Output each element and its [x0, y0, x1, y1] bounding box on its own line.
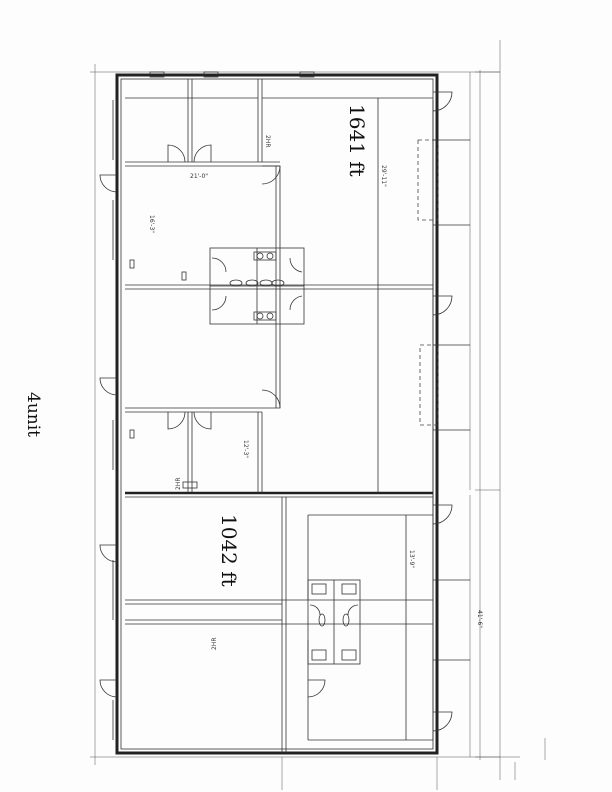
lower-restroom-core: [307, 579, 361, 665]
upper-suite-walls: [125, 79, 433, 493]
reference-lines: [90, 40, 546, 790]
dim-label: 29'-11": [380, 165, 387, 187]
dim-label: 2HR: [264, 135, 271, 148]
storefront-windows: [417, 100, 470, 740]
side-note: 4unit: [23, 392, 43, 437]
dim-label: 41'-6": [476, 610, 483, 628]
rear-windows: [112, 100, 118, 740]
dim-label: 2HR: [175, 478, 182, 491]
dim-label: 12'-3": [242, 440, 249, 458]
dim-label: 16'-3": [148, 215, 155, 233]
upper-restroom-core: [209, 247, 305, 325]
dim-label: 21'-0": [190, 173, 208, 180]
dim-label: 2HR: [211, 638, 218, 651]
building-outline: [115, 73, 439, 755]
dim-label: 13'-9": [408, 550, 415, 568]
demising-wall: [125, 491, 433, 498]
unit-upper-area-note: 1641 ft: [345, 104, 369, 177]
lower-suite-walls: [125, 497, 433, 753]
wall-fixtures: [129, 71, 315, 489]
door-swings: [99, 91, 453, 732]
unit-lower-area-note: 1042 ft: [217, 514, 241, 587]
dimension-labels: 21'-0" 16'-3" 12'-3" 2HR 2HR 2HR 29'-11"…: [148, 135, 483, 650]
